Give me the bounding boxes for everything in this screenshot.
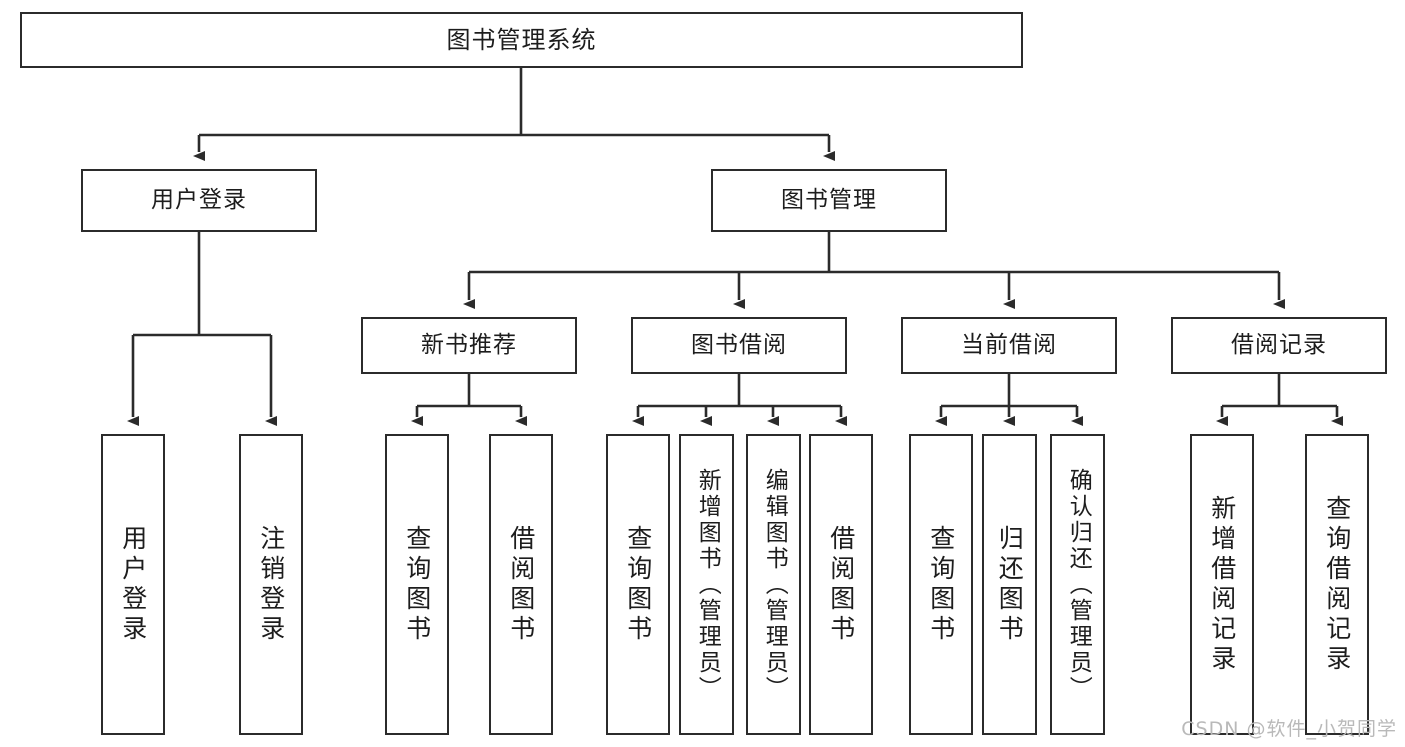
leaf-query-book-borrow[interactable]: 查询图书 [606, 434, 670, 735]
node-root-system[interactable]: 图书管理系统 [20, 12, 1023, 68]
node-label: 用户登录 [151, 186, 247, 213]
watermark: CSDN @软件_小贺同学 [1181, 718, 1397, 740]
node-label: 新增借阅记录 [1207, 494, 1237, 675]
node-label: 当前借阅 [961, 331, 1057, 358]
node-label: 归还图书 [995, 524, 1025, 645]
node-book-management[interactable]: 图书管理 [711, 169, 947, 232]
node-label: 借阅图书 [506, 524, 536, 645]
node-label: 查询图书 [623, 524, 653, 645]
node-label: 查询图书 [926, 524, 956, 645]
node-book-borrow[interactable]: 图书借阅 [631, 317, 847, 374]
node-borrow-records[interactable]: 借阅记录 [1171, 317, 1387, 374]
leaf-borrow-book[interactable]: 借阅图书 [809, 434, 873, 735]
node-label: 新书推荐 [421, 331, 517, 358]
node-label: 新增图书（管理员） [694, 467, 721, 702]
node-label: 确认归还（管理员） [1065, 467, 1092, 702]
leaf-query-borrow-record[interactable]: 查询借阅记录 [1305, 434, 1369, 735]
node-label: 注销登录 [256, 524, 286, 645]
node-label: 用户登录 [118, 524, 148, 645]
node-label: 查询图书 [402, 524, 432, 645]
leaf-add-book-admin[interactable]: 新增图书（管理员） [679, 434, 734, 735]
leaf-query-book-current[interactable]: 查询图书 [909, 434, 973, 735]
node-user-login[interactable]: 用户登录 [81, 169, 317, 232]
node-label: 编辑图书（管理员） [761, 467, 788, 702]
node-label: 借阅图书 [826, 524, 856, 645]
leaf-edit-book-admin[interactable]: 编辑图书（管理员） [746, 434, 801, 735]
leaf-borrow-book-newbook[interactable]: 借阅图书 [489, 434, 553, 735]
leaf-user-login[interactable]: 用户登录 [101, 434, 165, 735]
node-current-borrow[interactable]: 当前借阅 [901, 317, 1117, 374]
node-label: 图书管理 [781, 186, 877, 213]
leaf-add-borrow-record[interactable]: 新增借阅记录 [1190, 434, 1254, 735]
node-label: 图书借阅 [691, 331, 787, 358]
node-label: 图书管理系统 [446, 25, 597, 54]
leaf-confirm-return-admin[interactable]: 确认归还（管理员） [1050, 434, 1105, 735]
leaf-logout[interactable]: 注销登录 [239, 434, 303, 735]
leaf-return-book[interactable]: 归还图书 [982, 434, 1037, 735]
node-label: 查询借阅记录 [1322, 494, 1352, 675]
node-label: 借阅记录 [1231, 331, 1327, 358]
node-new-book-recommend[interactable]: 新书推荐 [361, 317, 577, 374]
leaf-query-book-newbook[interactable]: 查询图书 [385, 434, 449, 735]
